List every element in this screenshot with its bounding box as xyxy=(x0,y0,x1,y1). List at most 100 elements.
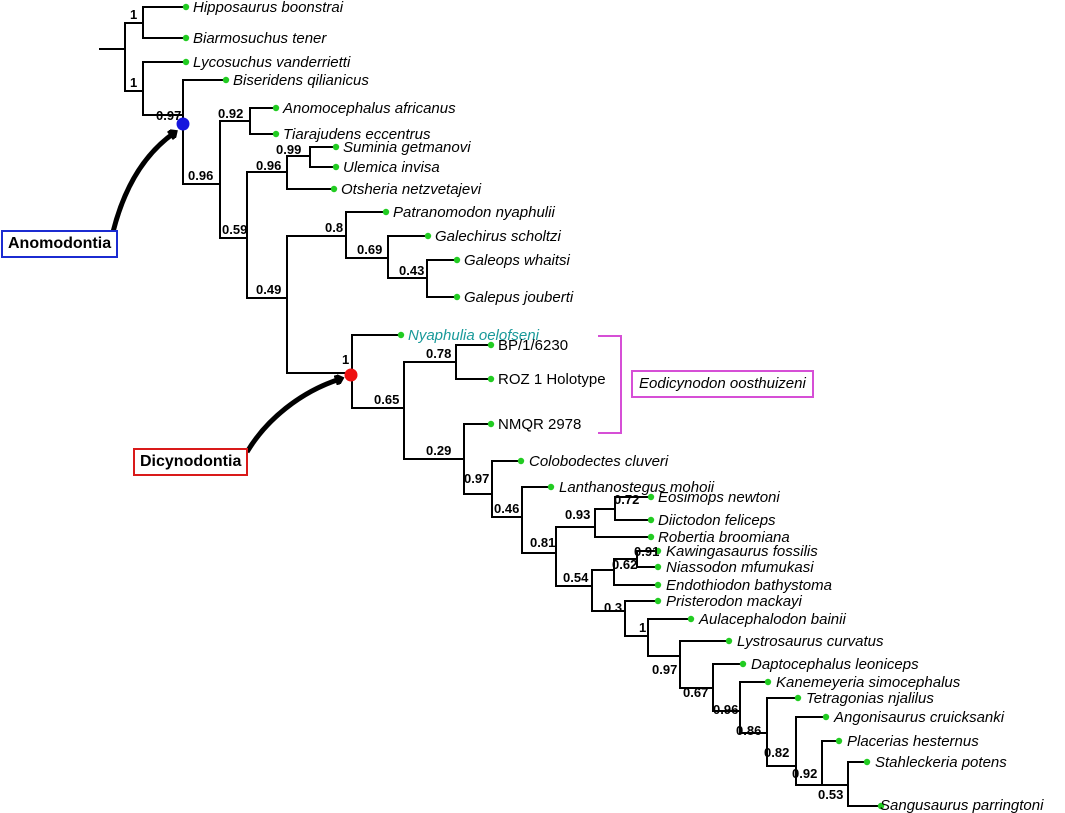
branch xyxy=(219,107,276,151)
branch xyxy=(403,423,491,495)
support-value: 1 xyxy=(130,75,137,90)
taxon-label: Colobodectes cluveri xyxy=(529,453,669,470)
support-value: 0.97 xyxy=(652,662,677,677)
taxon-label: Lystrosaurus curvatus xyxy=(737,633,884,650)
support-value: 0.53 xyxy=(818,787,843,802)
tip-dot xyxy=(764,678,772,686)
support-value: 0.49 xyxy=(256,282,281,297)
support-value: 0.96 xyxy=(188,168,213,183)
branch xyxy=(712,681,768,734)
support-value: 0.72 xyxy=(614,492,639,507)
support-value: 0.67 xyxy=(683,685,708,700)
branch xyxy=(286,146,336,168)
taxon-label: Patranomodon nyaphulii xyxy=(393,204,555,221)
anomodontia-node-marker xyxy=(176,117,190,131)
branch xyxy=(591,600,658,637)
tip-dot xyxy=(222,76,230,84)
tip-dot xyxy=(654,597,662,605)
tip-dot xyxy=(547,483,555,491)
support-value: 0.29 xyxy=(426,443,451,458)
branch xyxy=(555,508,651,538)
specimen-label: BP/1/6230 xyxy=(498,337,568,354)
taxon-label: Lanthanostegus mohoii xyxy=(559,479,715,496)
tip-dot xyxy=(877,802,885,810)
tip-dot xyxy=(687,615,695,623)
dicynodontia-arrow xyxy=(244,379,340,454)
support-value: 0.8 xyxy=(325,220,343,235)
branch xyxy=(594,496,651,521)
taxon-label: Biseridens qilianicus xyxy=(233,72,369,89)
taxon-label: Otsheria netzvetajevi xyxy=(341,181,482,198)
taxon-label: Eosimops newtoni xyxy=(658,489,780,506)
taxon-label: Stahleckeria potens xyxy=(875,754,1007,771)
support-values: 1 1 0.97 0.92 0.96 0.99 0.96 0.59 0.8 0.… xyxy=(130,7,843,802)
support-value: 0.54 xyxy=(563,570,589,585)
support-value: 1 xyxy=(639,620,646,635)
tip-dots xyxy=(182,3,885,810)
support-value: 0.81 xyxy=(530,535,555,550)
tip-dot xyxy=(332,163,340,171)
support-value: 0.62 xyxy=(612,557,637,572)
branch xyxy=(463,460,521,518)
anomodontia-label: Anomodontia xyxy=(1,230,119,258)
tip-dot xyxy=(487,375,495,383)
taxon-label: Diictodon feliceps xyxy=(658,512,776,529)
tip-dot xyxy=(835,737,843,745)
branch xyxy=(555,569,593,612)
support-value: 0.69 xyxy=(357,242,382,257)
taxon-label: Anomocephalus africanus xyxy=(282,100,456,117)
branch xyxy=(647,640,729,689)
branch xyxy=(124,61,186,116)
tip-dot xyxy=(453,256,461,264)
taxon-labels: Hipposaurus boonstrai Biarmosuchus tener… xyxy=(193,0,1044,813)
support-value: 0.65 xyxy=(374,392,399,407)
tip-dot xyxy=(822,713,830,721)
taxon-label: Galechirus scholtzi xyxy=(435,228,562,245)
branch xyxy=(521,526,557,587)
tip-dot xyxy=(794,694,802,702)
specimen-label: ROZ 1 Holotype xyxy=(498,371,606,388)
tip-dot xyxy=(453,293,461,301)
branch xyxy=(351,361,405,460)
support-value: 0.99 xyxy=(276,142,301,157)
branch xyxy=(795,740,839,786)
taxon-label: Hipposaurus boonstrai xyxy=(193,0,344,16)
tip-dot xyxy=(517,457,525,465)
tip-dot xyxy=(332,143,340,151)
support-value: 0.59 xyxy=(222,222,247,237)
eodicynodon-label: Eodicynodon oosthuizeni xyxy=(631,370,814,398)
tip-dot xyxy=(397,331,405,339)
branch xyxy=(739,697,798,767)
support-value: 1 xyxy=(130,7,137,22)
branch xyxy=(821,761,881,807)
taxon-label: Galeops whaitsi xyxy=(464,252,571,269)
support-value: 0.93 xyxy=(565,507,590,522)
branch xyxy=(246,235,288,374)
support-value: 0.43 xyxy=(399,263,424,278)
dicynodontia-label: Dicynodontia xyxy=(133,448,249,476)
taxon-label: Daptocephalus leoniceps xyxy=(751,656,919,673)
tip-dot xyxy=(739,660,747,668)
branch xyxy=(403,344,491,380)
branch xyxy=(286,211,386,259)
taxon-label: Tiarajudens eccentrus xyxy=(283,126,431,143)
support-value: 0.97 xyxy=(464,471,489,486)
taxon-label: Biarmosuchus tener xyxy=(193,30,327,47)
tip-dot xyxy=(654,581,662,589)
tip-dot xyxy=(182,58,190,66)
tip-dot xyxy=(272,130,280,138)
branch xyxy=(624,618,691,657)
tip-dot xyxy=(647,533,655,541)
taxon-label: Placerias hesternus xyxy=(847,733,979,750)
support-value: 1 xyxy=(342,352,349,367)
tip-dot xyxy=(725,637,733,645)
taxon-label: Aulacephalodon bainii xyxy=(698,611,846,628)
tip-dot xyxy=(647,493,655,501)
taxon-label: Kawingasaurus fossilis xyxy=(666,543,818,560)
tip-dot xyxy=(863,758,871,766)
support-value: 0.82 xyxy=(764,745,789,760)
dicynodontia-node-marker xyxy=(344,368,358,382)
taxon-label: Lycosuchus vanderrietti xyxy=(193,54,351,71)
taxon-label: Robertia broomiana xyxy=(658,529,790,546)
